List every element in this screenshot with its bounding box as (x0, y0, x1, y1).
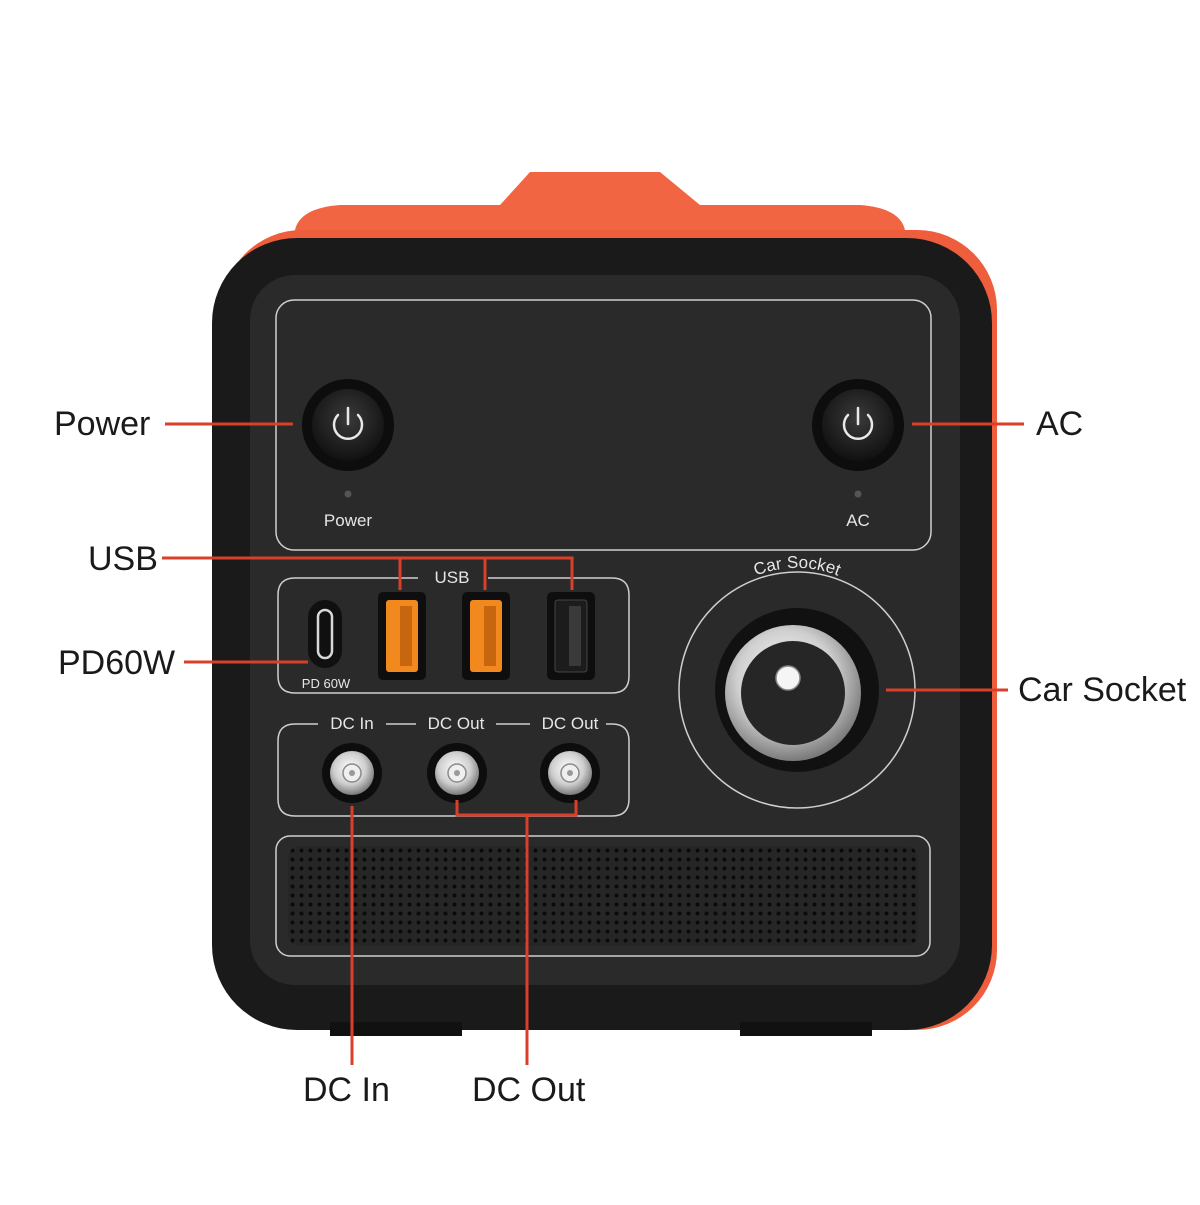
panel-label-dc-out-2: DC Out (542, 714, 599, 733)
car-socket-port[interactable] (715, 608, 879, 772)
power-button[interactable] (302, 379, 394, 471)
carry-handle (295, 172, 905, 240)
panel-label-pd: PD 60W (302, 676, 351, 691)
usb-a-port-3[interactable] (547, 592, 595, 680)
panel-label-dc-in: DC In (330, 714, 373, 733)
power-led (344, 490, 352, 498)
usb-a-port-2[interactable] (462, 592, 510, 680)
power-icon (842, 406, 874, 441)
panel-label-usb: USB (435, 568, 470, 587)
callout-car-socket: Car Socket (1018, 671, 1187, 709)
callout-lines (162, 422, 1024, 1065)
foot-left (330, 1022, 462, 1036)
callout-pd60w: PD60W (58, 644, 176, 682)
power-icon (332, 406, 364, 441)
usb-c-port[interactable] (308, 600, 342, 668)
callout-dc-in: DC In (303, 1071, 390, 1109)
callout-usb: USB (88, 540, 158, 578)
usb-a-port-1[interactable] (378, 592, 426, 680)
callout-dc-out: DC Out (472, 1071, 586, 1109)
panel-label-ac: AC (846, 511, 870, 530)
usb-panel-outline (277, 577, 630, 694)
vent-grill (288, 846, 918, 946)
dc-out-port-1[interactable] (427, 743, 487, 803)
callout-line-dc-out (455, 800, 578, 1065)
ac-led (854, 490, 862, 498)
callout-line-usb (162, 556, 574, 590)
panel-label-dc-out-1: DC Out (428, 714, 485, 733)
callout-ac: AC (1036, 405, 1084, 443)
dc-in-port[interactable] (322, 743, 382, 803)
panel-label-power: Power (324, 511, 373, 530)
dc-panel-outline (277, 723, 630, 817)
ac-button[interactable] (812, 379, 904, 471)
callout-power: Power (54, 405, 151, 443)
dc-out-port-2[interactable] (540, 743, 600, 803)
vent-outline (275, 835, 931, 957)
foot-right (740, 1022, 872, 1036)
